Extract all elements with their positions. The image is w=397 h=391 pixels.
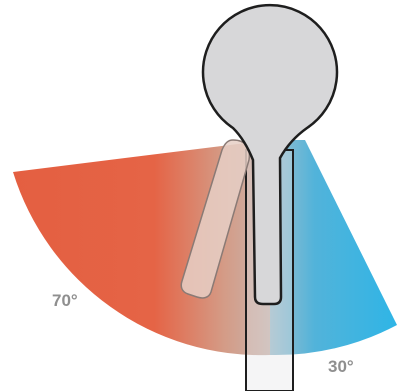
cold-angle-label: 30° bbox=[328, 357, 354, 376]
hot-angle-label: 70° bbox=[52, 291, 78, 310]
